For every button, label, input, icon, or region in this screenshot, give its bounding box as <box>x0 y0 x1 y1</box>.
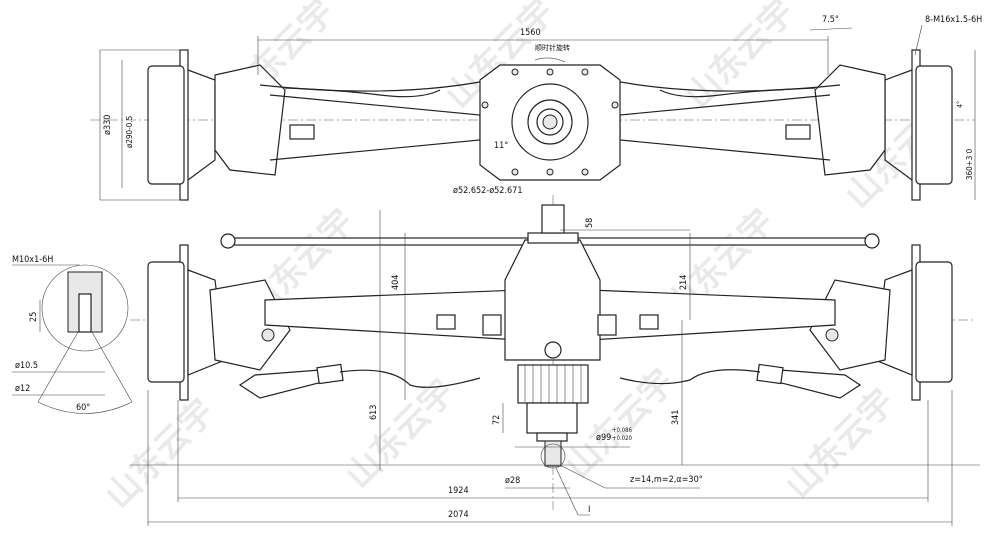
dim-214: 214 <box>679 275 689 290</box>
angle-60: 60° <box>76 403 90 413</box>
dim-1560: 1560 <box>520 28 541 38</box>
thread-spec: M10x1-6H <box>12 255 53 265</box>
dim-1924: 1924 <box>448 486 469 496</box>
pinion-fit: ø52.652-ø52.671 <box>453 186 522 196</box>
dim-404: 404 <box>391 275 401 290</box>
svg-text:山东云宇: 山东云宇 <box>778 382 902 506</box>
angle-kingpin: 7.5° <box>822 15 839 25</box>
bore-dia: ø99 <box>596 433 611 443</box>
dim-58: 58 <box>585 218 595 228</box>
dim-2074: 2074 <box>448 510 469 520</box>
height-360: 360+3 0 <box>965 148 974 180</box>
front-view: 404 613 ø52.652-ø52.671 58 214 72 341 ø9… <box>130 186 980 526</box>
svg-text:山东云宇: 山东云宇 <box>338 372 462 496</box>
svg-text:山东云宇: 山东云宇 <box>98 392 222 516</box>
bore-tol-upper: +0.086 <box>612 427 633 434</box>
top-view: 1560 顺时针旋转 7.5° 8-M16x1.5-6H ø330 ø290-0… <box>90 15 982 201</box>
pilot-dia: ø290-0.5 <box>125 116 134 148</box>
angle-side: 4° <box>956 101 964 108</box>
bore-tol-lower: +0.020 <box>612 435 633 442</box>
dia-10-5: ø10.5 <box>15 361 38 371</box>
spline-spec: z=14,m=2,α=30° <box>630 475 703 485</box>
bolt-spec: 8-M16x1.5-6H <box>925 15 982 25</box>
dim-341: 341 <box>671 410 681 425</box>
detail-ref: I <box>588 505 590 515</box>
depth-25: 25 <box>29 312 39 322</box>
flange-dia: ø330 <box>103 115 113 135</box>
detail-view: M10x1-6H 25 ø10.5 ø12 60° <box>12 255 133 414</box>
angle-pinion: 11° <box>494 141 508 151</box>
dia-12: ø12 <box>15 384 30 394</box>
dim-72: 72 <box>492 415 502 425</box>
rotation-note: 顺时针旋转 <box>535 43 570 52</box>
dim-613: 613 <box>369 405 379 420</box>
shaft-dia: ø28 <box>505 476 520 486</box>
